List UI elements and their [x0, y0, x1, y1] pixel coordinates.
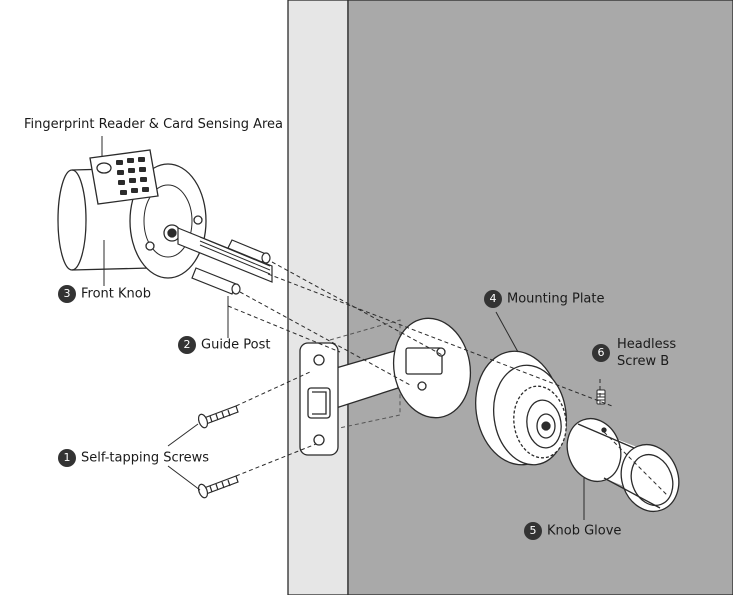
front-knob: [57, 149, 207, 279]
mounting-plate-label: 4 Mounting Plate: [484, 290, 605, 308]
mounting-plate-number-badge: 4: [484, 290, 502, 308]
knob-glove-label: 5 Knob Glove: [524, 522, 621, 540]
fingerprint-reader-label: Fingerprint Reader & Card Sensing Area: [24, 117, 284, 132]
leader-lines: [101, 136, 585, 520]
guide-post-number-badge: 2: [178, 336, 196, 354]
front-knob-number-badge: 3: [58, 285, 76, 303]
screws-text: Self-tapping Screws: [81, 450, 210, 466]
mounting-plate-text: Mounting Plate: [507, 291, 605, 307]
knob-glove-text: Knob Glove: [547, 523, 622, 539]
screws-number-badge: 1: [58, 449, 76, 467]
guide-post-text: Guide Post: [201, 337, 271, 353]
headless-screw-label: 6: [592, 344, 615, 362]
headless-screw-text-line2: Screw B: [617, 354, 670, 369]
door-edge: [287, 0, 349, 595]
knob-glove-number-badge: 5: [524, 522, 542, 540]
front-knob-label: 3 Front Knob: [58, 285, 151, 303]
assembly-lines: [227, 261, 669, 497]
guide-posts: [191, 239, 271, 295]
headless-screw-text: Headless Screw B: [617, 336, 676, 370]
door-mounting-disc: [392, 317, 472, 419]
headless-screw-text-line1: Headless: [617, 337, 677, 352]
front-knob-text: Front Knob: [81, 286, 151, 302]
self-tapping-screws: [197, 405, 239, 499]
headless-screw-number-badge: 6: [592, 344, 610, 362]
mounting-plate: [475, 350, 567, 466]
screws-label: 1 Self-tapping Screws: [58, 449, 209, 467]
guide-post-label: 2 Guide Post: [178, 336, 271, 354]
headless-screw-b: [596, 389, 606, 405]
